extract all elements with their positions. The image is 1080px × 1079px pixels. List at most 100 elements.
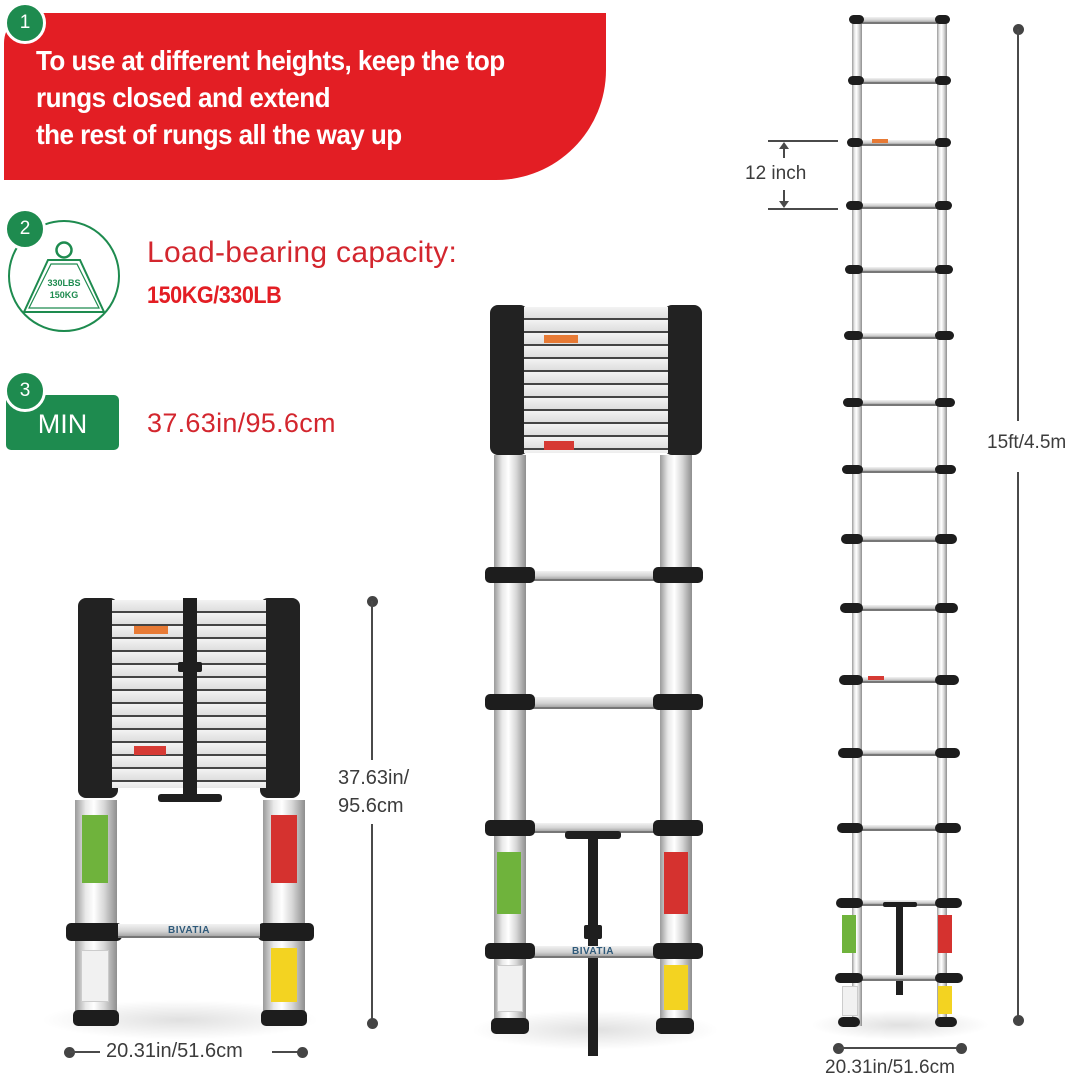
bottom-rung (860, 975, 940, 981)
dimension-endpoint (64, 1047, 75, 1058)
rung (860, 17, 940, 24)
rung-clamp (843, 398, 863, 407)
rung (860, 467, 940, 473)
foot-cap (838, 1017, 860, 1027)
rung-clamp (653, 943, 703, 959)
safety-label-red (664, 852, 688, 914)
dimension-endpoint (1013, 1015, 1024, 1026)
foot-cap (935, 1017, 957, 1027)
safety-label-green (82, 815, 108, 883)
rung (860, 203, 940, 209)
collapsed-width-label: 20.31in/51.6cm (106, 1040, 243, 1063)
right-tube (937, 18, 947, 1026)
safety-label-green (842, 915, 856, 953)
bottom-rung: BIVATIA (118, 924, 260, 938)
spacing-arrow-shaft (783, 146, 785, 158)
rung-clamp (844, 331, 863, 340)
rung-spacing-label: 12 inch (745, 163, 807, 184)
left-side-caps (78, 598, 118, 798)
rung-clamp (258, 923, 314, 941)
weight-icon-text-kg: 150KG (50, 290, 79, 300)
strap (896, 905, 903, 995)
feature-1-text: To use at different heights, keep the to… (36, 42, 557, 153)
warning-label-yellow (664, 965, 688, 1010)
danger-label (544, 441, 574, 450)
dimension-endpoint (956, 1043, 967, 1054)
danger-label (868, 676, 884, 680)
dimension-endpoint (367, 1018, 378, 1029)
rung-clamp (935, 138, 951, 147)
collapsed-height-label-line2: 95.6cm (338, 795, 404, 817)
rung-clamp (935, 823, 961, 833)
rung-clamp (935, 201, 952, 210)
rung-clamp (485, 943, 535, 959)
rung-clamp (485, 820, 535, 836)
weight-icon-text-lbs: 330LBS (47, 278, 80, 288)
warning-label-yellow (271, 948, 297, 1002)
rung-stack (490, 305, 702, 455)
rung (528, 571, 658, 581)
feature-1-line: To use at different heights, keep the to… (36, 45, 505, 76)
rung (860, 140, 940, 146)
rung-clamp (935, 76, 951, 85)
width-dimension-line (70, 1051, 100, 1053)
stacked-rungs (524, 307, 668, 453)
instruction-label (497, 965, 523, 1012)
foot-cap (73, 1010, 119, 1026)
rung-clamp (935, 675, 959, 685)
rung (860, 78, 940, 84)
foot-cap (261, 1010, 307, 1026)
min-height-value: 37.63in/95.6cm (147, 408, 336, 438)
foot-cap (491, 1018, 529, 1034)
rung-clamp (935, 331, 954, 340)
rung-clamp (835, 973, 863, 983)
rung-clamp (935, 973, 963, 983)
rung-clamp (485, 567, 535, 583)
rung-clamp (846, 201, 863, 210)
height-dimension-line (1017, 29, 1019, 421)
strap-buckle (178, 662, 202, 672)
feature-1-line: the rest of rungs all the way up (36, 119, 402, 150)
brand-label: BIVATIA (167, 924, 210, 936)
width-dimension-line (272, 1051, 302, 1053)
rung-clamp (836, 898, 863, 908)
handle (883, 902, 917, 907)
rung-clamp (847, 138, 863, 147)
extended-height-label: 15ft/4.5m (987, 432, 1067, 454)
safety-label-green (497, 852, 521, 914)
collapsed-height-label-line1: 37.63in/ (338, 767, 410, 789)
strap (183, 598, 197, 794)
rung-clamp (935, 603, 958, 613)
rung-clamp (845, 265, 863, 274)
left-tube (852, 18, 862, 1026)
handle (158, 794, 222, 802)
load-capacity-value: 150KG/330LB (147, 282, 282, 309)
warning-label (544, 335, 578, 343)
feature-number-badge: 2 (4, 208, 46, 250)
rung-clamp (837, 823, 863, 833)
feature-number-badge: 3 (4, 370, 46, 412)
collapsed-height-label: 37.63in/ 95.6cm (338, 760, 410, 824)
left-tube (494, 455, 526, 1030)
rung (860, 605, 940, 611)
rung-clamp (485, 694, 535, 710)
rung-clamp (653, 567, 703, 583)
rung (860, 267, 940, 273)
rung-clamp (935, 465, 956, 474)
right-tube (660, 455, 692, 1030)
rung-clamp (848, 76, 864, 85)
rung-clamp (935, 265, 953, 274)
rung (860, 333, 940, 339)
rung (860, 677, 940, 683)
arrow-up-icon (779, 142, 789, 149)
feature-1-banner (4, 13, 606, 180)
width-dimension-line (838, 1047, 962, 1049)
feature-1-line: rungs closed and extend (36, 82, 330, 113)
rung-clamp (935, 748, 960, 758)
dimension-endpoint (297, 1047, 308, 1058)
ladder-shadow (810, 1010, 990, 1040)
spacing-marker-top (768, 140, 838, 142)
rung-clamp (839, 675, 863, 685)
instruction-label (842, 986, 858, 1016)
warning-label-yellow (938, 986, 952, 1014)
